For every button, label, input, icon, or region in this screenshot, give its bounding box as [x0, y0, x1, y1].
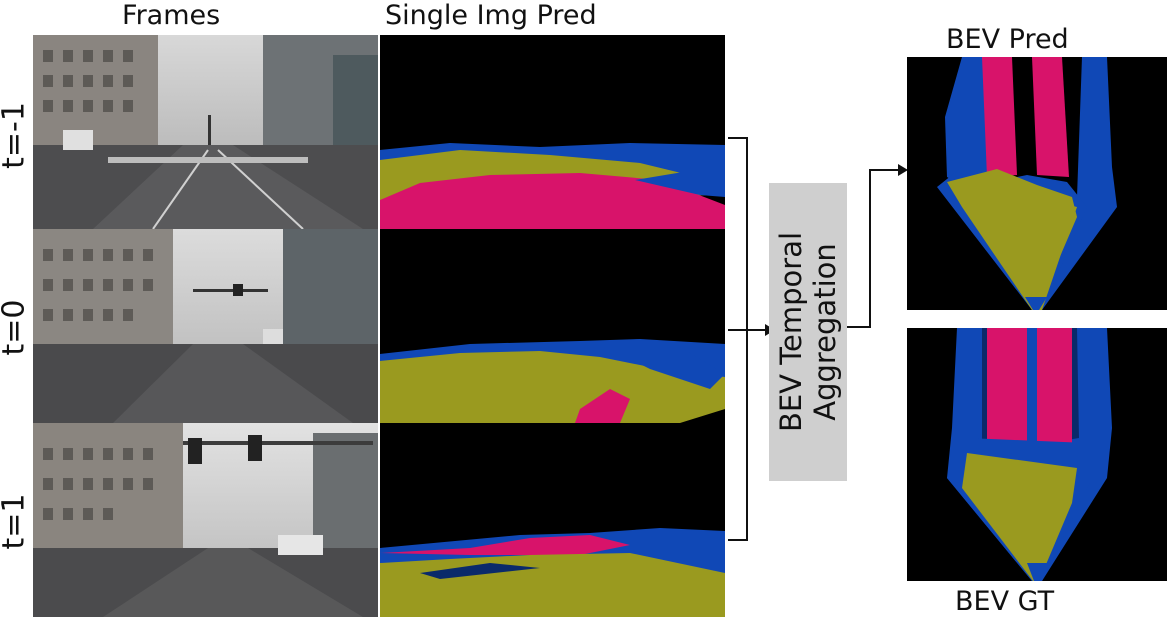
bev-pred-header: BEV Pred [946, 24, 1069, 55]
time-label-t-1: t=1 [0, 493, 32, 550]
single-img-pred-t-minus-1 [380, 35, 725, 229]
camera-frame-t-minus-1 [33, 35, 378, 229]
aggregation-label-line2: Aggregation [808, 243, 842, 421]
time-label-t-0: t=0 [0, 299, 32, 356]
camera-frame-t-1 [33, 423, 378, 617]
aggregation-label-line1: BEV Temporal [774, 231, 808, 433]
bev-temporal-aggregation-box: BEV Temporal Aggregation [769, 183, 847, 481]
bev-gt-map [907, 328, 1167, 581]
frames-header: Frames [122, 0, 221, 31]
aggregation-label: BEV Temporal Aggregation [774, 172, 842, 492]
bev-gt-header: BEV GT [955, 586, 1055, 617]
bev-pred-map [907, 57, 1167, 310]
single-img-pred-t-0 [380, 229, 725, 423]
camera-frame-t-0 [33, 229, 378, 423]
single-img-pred-header: Single Img Pred [385, 0, 597, 31]
time-label-t-minus-1: t=-1 [0, 102, 32, 169]
single-img-pred-t-1 [380, 423, 725, 617]
